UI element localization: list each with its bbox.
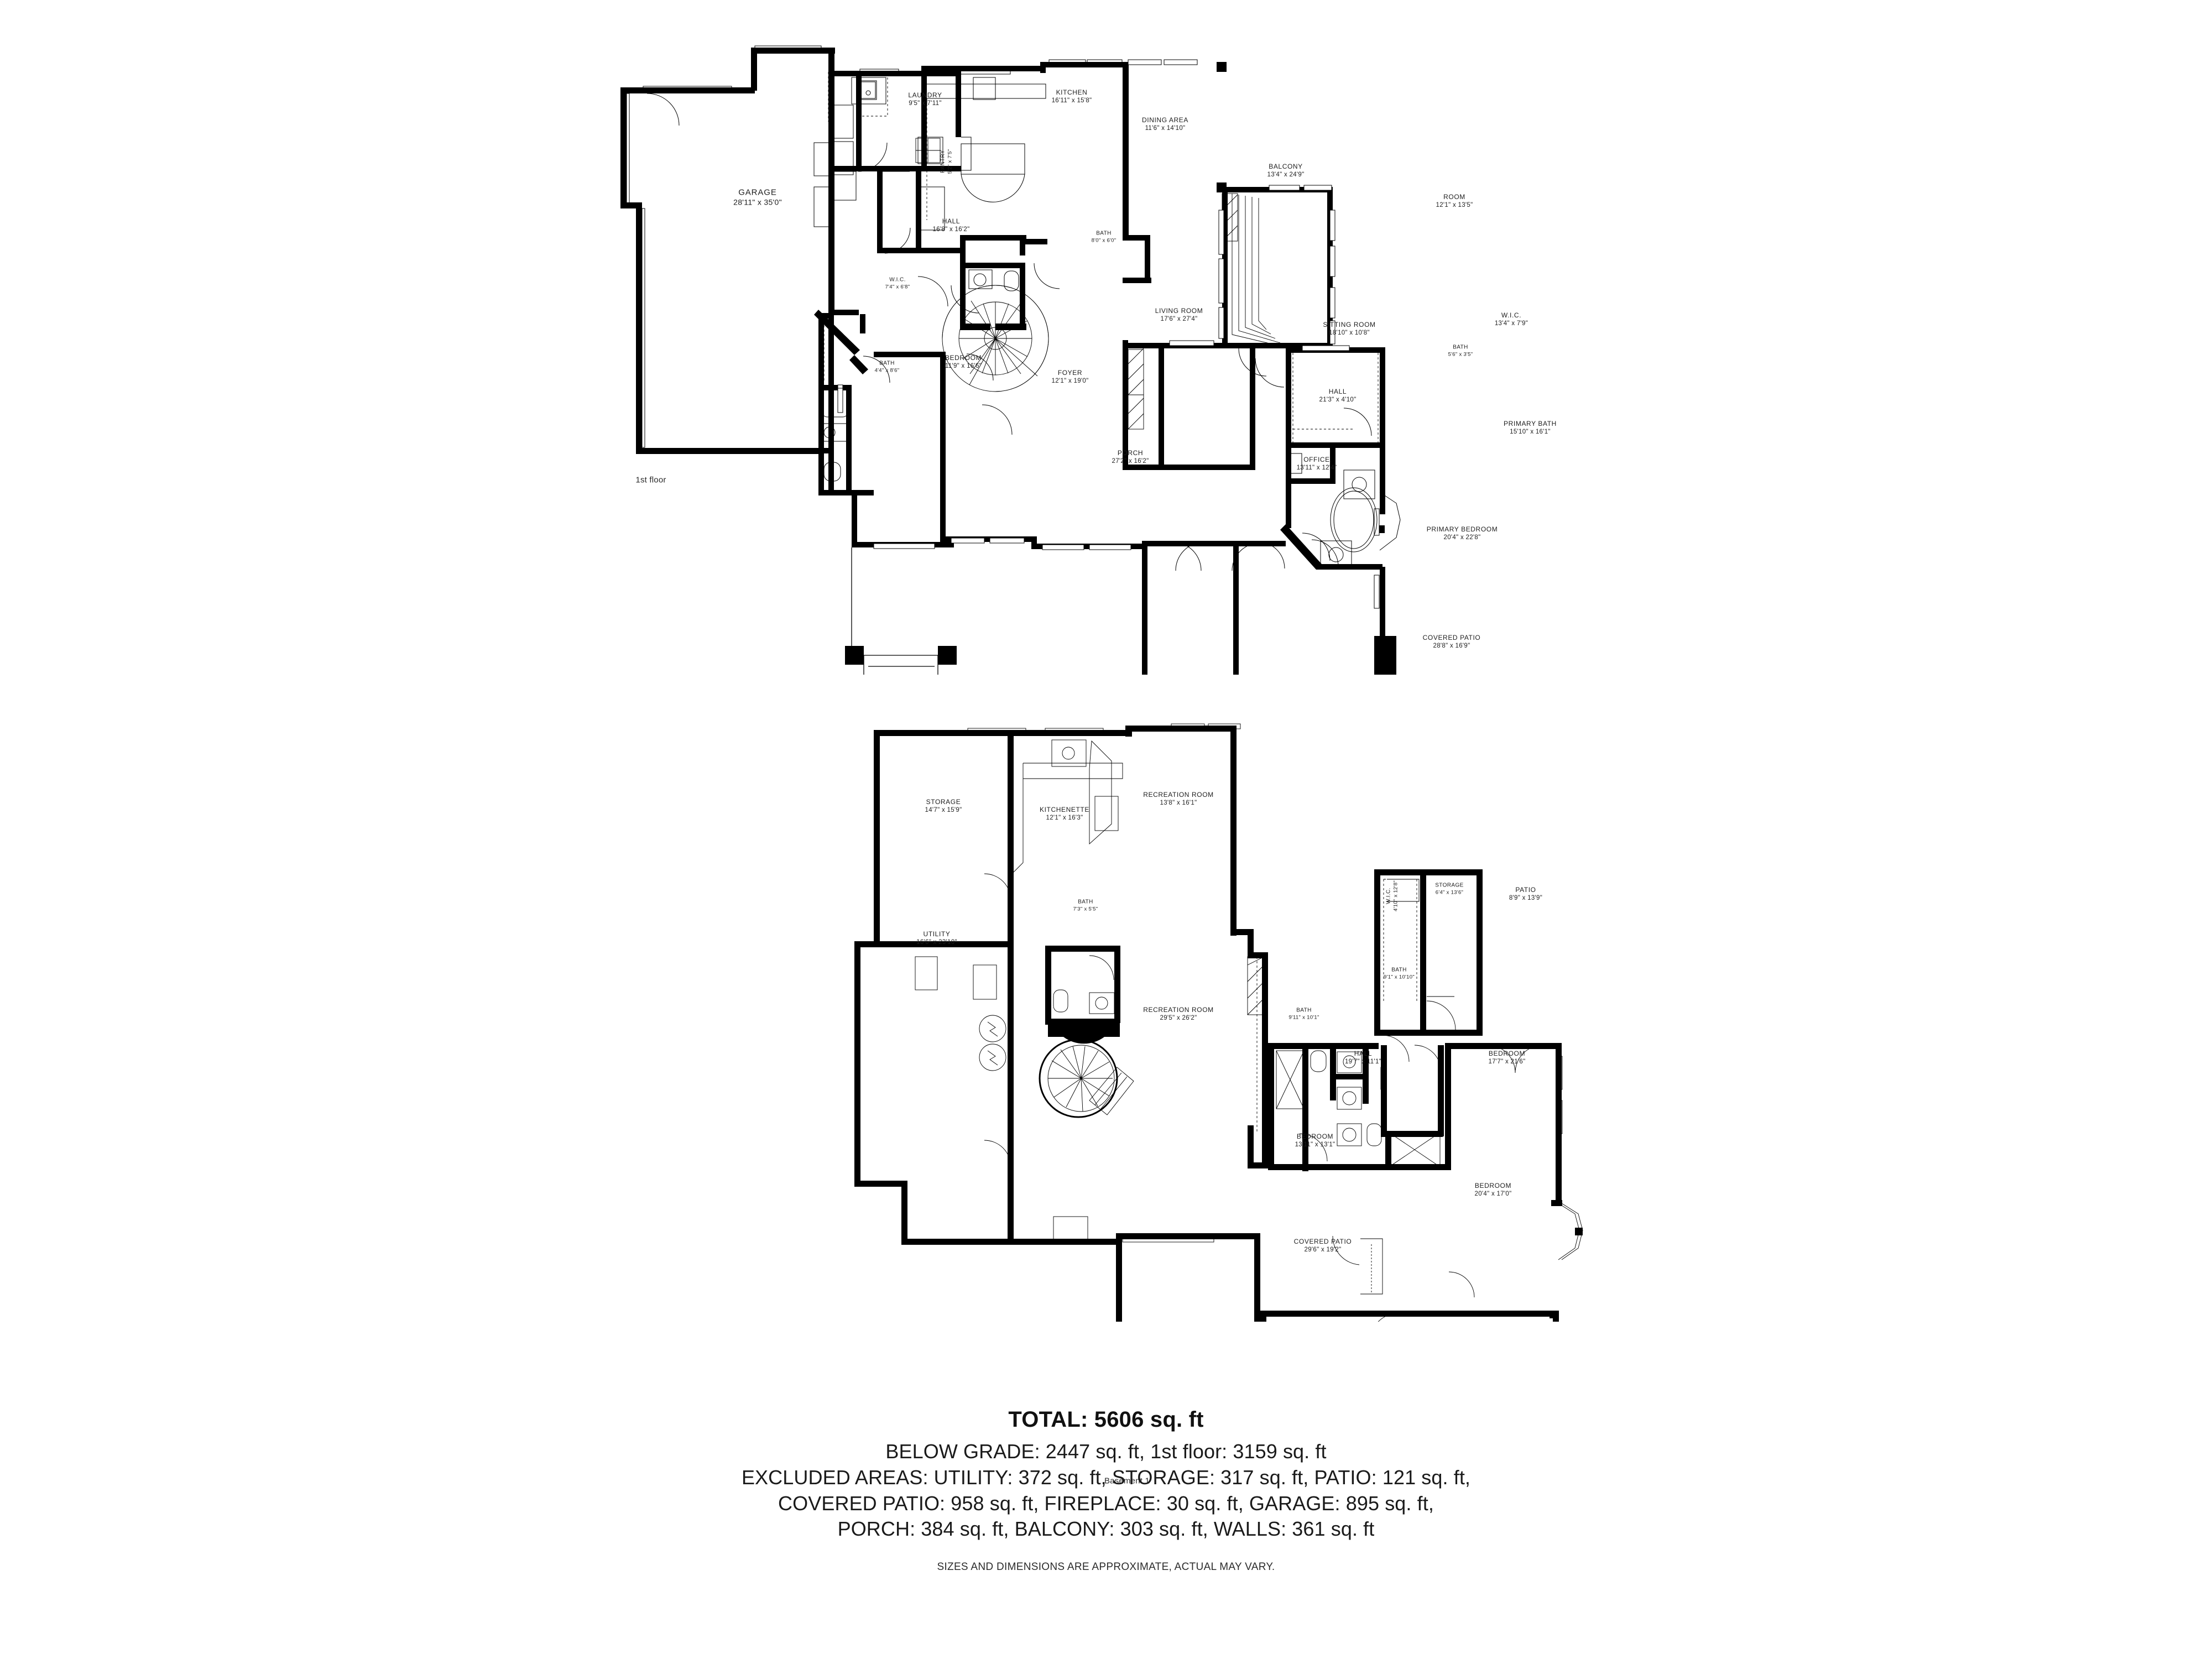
area-summary: TOTAL: 5606 sq. ft BELOW GRADE: 2447 sq.… xyxy=(0,1407,2212,1573)
wall-fill-garage xyxy=(620,48,835,454)
summary-line-2: EXCLUDED AREAS: UTILITY: 372 sq. ft, STO… xyxy=(741,1465,1471,1489)
windows xyxy=(837,59,1380,609)
plumbing-fixtures xyxy=(821,80,1401,569)
disclaimer-text: SIZES AND DIMENSIONS ARE APPROXIMATE, AC… xyxy=(937,1561,1275,1573)
summary-line-3: COVERED PATIO: 958 sq. ft, FIREPLACE: 30… xyxy=(778,1491,1434,1515)
porch-patio-outline xyxy=(845,547,957,675)
first-floor-caption: 1st floor xyxy=(635,475,666,485)
spiral-stair-first xyxy=(942,285,1049,392)
basement-caption: Basement 1 xyxy=(1104,1476,1150,1486)
exterior-stair xyxy=(1232,194,1286,348)
summary-line-1: BELOW GRADE: 2447 sq. ft, 1st floor: 315… xyxy=(885,1440,1327,1463)
total-area: TOTAL: 5606 sq. ft xyxy=(1008,1407,1204,1432)
first-floor-svg xyxy=(620,45,1401,675)
wall-fill-basement xyxy=(854,726,1583,1322)
wall-fill-kitchen-block xyxy=(828,62,1151,315)
summary-line-4: PORCH: 384 sq. ft, BALCONY: 303 sq. ft, … xyxy=(837,1517,1375,1541)
fireplace-hatch xyxy=(1128,193,1394,675)
closet-shelves xyxy=(823,321,1379,442)
wall-fill-main xyxy=(814,62,1396,675)
basement-svg xyxy=(854,723,1583,1322)
door-swings xyxy=(863,263,1372,571)
